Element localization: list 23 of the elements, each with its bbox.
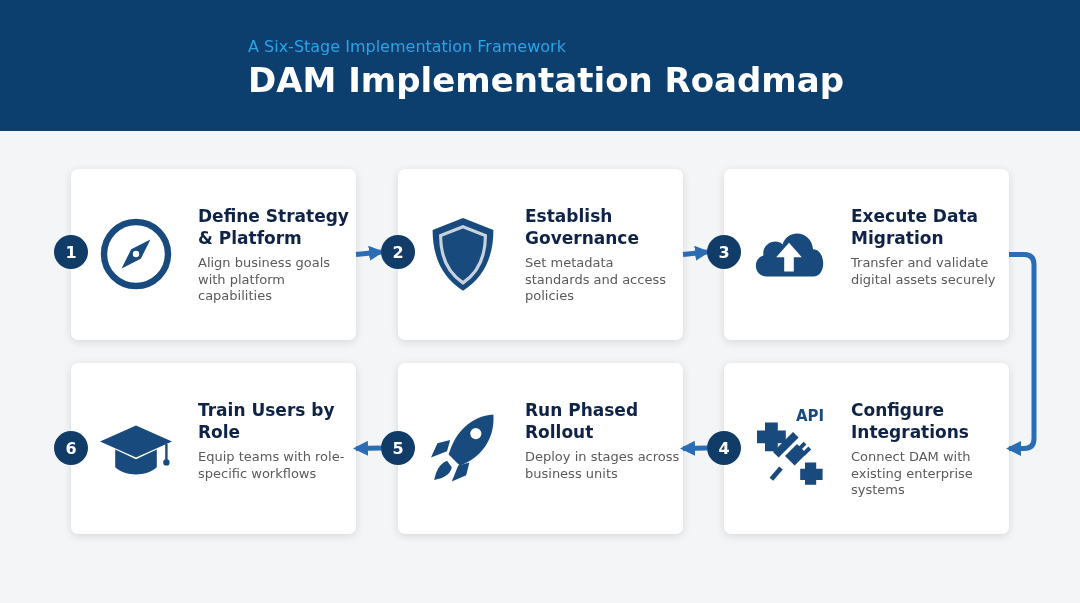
step-description: Transfer and validate digital assets securely <box>851 255 997 288</box>
step-number: 3 <box>707 235 741 269</box>
api-label: API <box>796 407 825 425</box>
step-title: Establish Governance <box>525 205 640 249</box>
step-description: Deploy in stages across business units <box>525 449 680 482</box>
step-number: 6 <box>54 431 88 465</box>
step-title: Run Phased Rollout <box>525 399 640 443</box>
step-number: 5 <box>381 431 415 465</box>
step-description: Equip teams with role-specific workflows <box>198 449 346 482</box>
step-number: 4 <box>707 431 741 465</box>
step-number: 1 <box>54 235 88 269</box>
step-description: Connect DAM with existing enterprise systems <box>851 449 974 499</box>
step-description: Set metadata standards and access policies <box>525 255 667 305</box>
step-description: Align business goals with platform capabilities <box>198 255 332 305</box>
title: DAM Implementation Roadmap <box>248 60 845 100</box>
step-title: Define Strategy & Platform <box>198 205 350 249</box>
step-title: Train Users by Role <box>198 399 336 443</box>
step-title: Configure Integrations <box>851 399 970 443</box>
arrow <box>680 440 708 456</box>
step-number: 2 <box>381 235 415 269</box>
arrow <box>353 440 382 456</box>
subtitle: A Six-Stage Implementation Framework <box>248 37 566 56</box>
step-title: Execute Data Migration <box>851 205 980 249</box>
